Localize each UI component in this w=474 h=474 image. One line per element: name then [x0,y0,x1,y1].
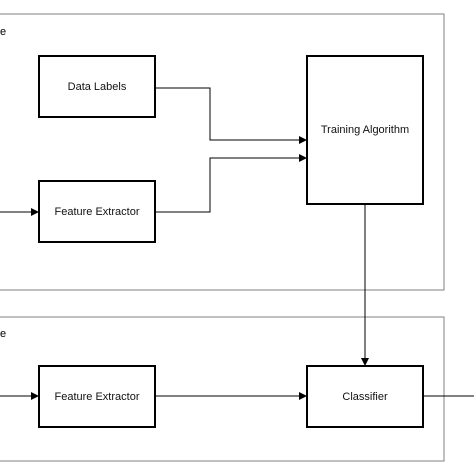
training-algorithm-label: Training Algorithm [320,124,410,136]
classifier-node: Classifier [306,365,424,428]
testing-stage-frame [0,316,445,462]
training-stage-label: e [0,26,7,38]
feature-extractor-test-label: Feature Extractor [54,390,140,403]
classifier-label: Classifier [342,390,388,403]
training-algorithm-node: Training Algorithm [306,55,424,205]
data-labels-label: Data Labels [67,80,127,93]
training-stage-frame [0,13,445,291]
feature-extractor-train-label: Feature Extractor [54,205,140,218]
arrow-feature-extractor-to-training [156,154,307,213]
arrow-data-labels-to-training [156,87,307,144]
testing-stage-label: e [0,328,7,340]
data-labels-node: Data Labels [38,55,156,118]
feature-extractor-test-node: Feature Extractor [38,365,156,428]
feature-extractor-train-node: Feature Extractor [38,180,156,243]
